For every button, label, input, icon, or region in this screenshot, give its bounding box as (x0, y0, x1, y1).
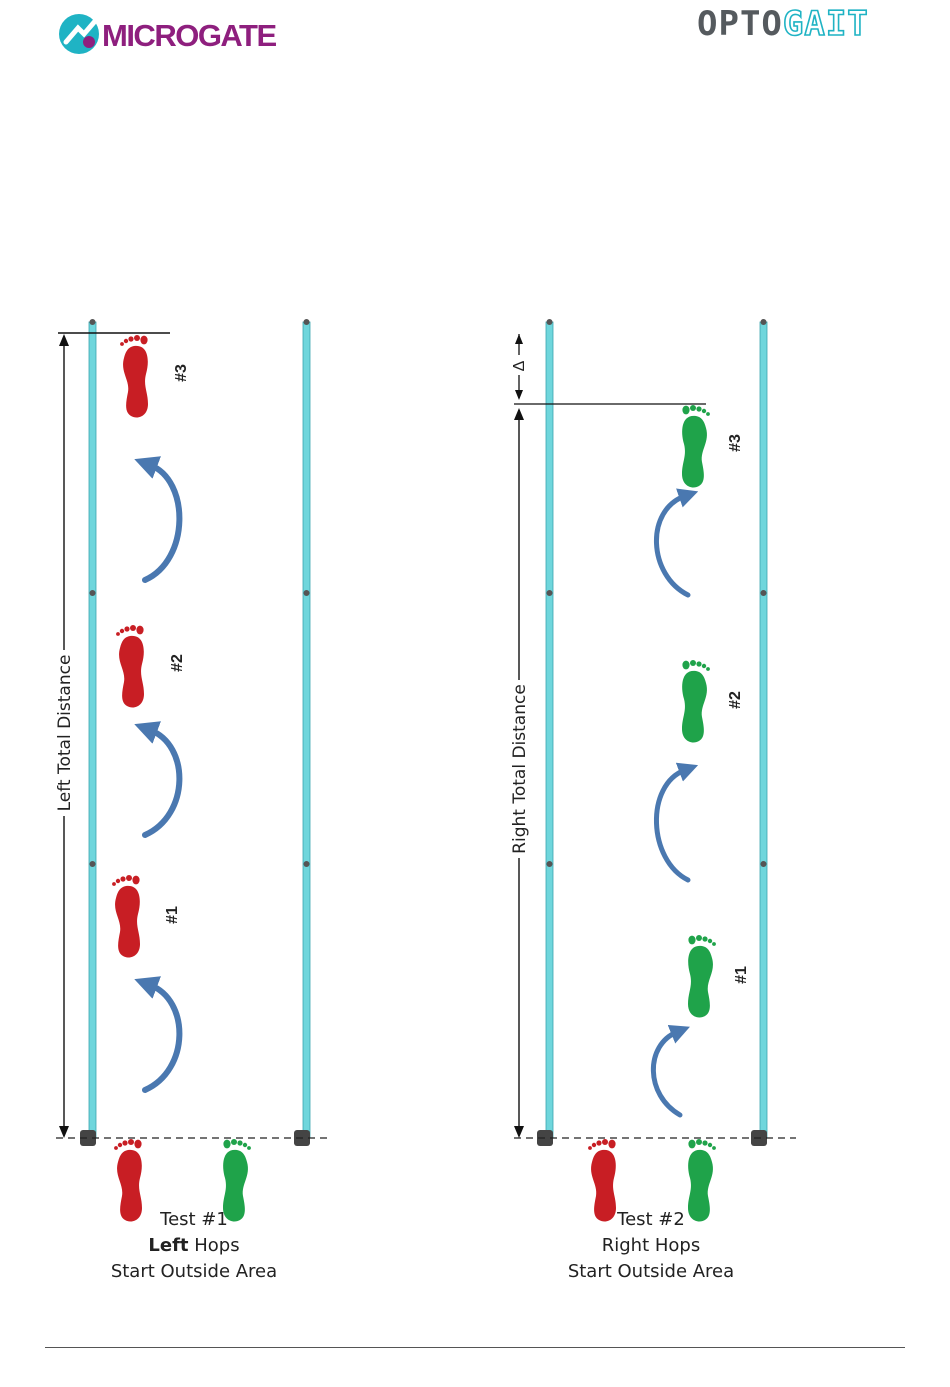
test-1-diagram: Left Total Distance #3 #2 #1 (54, 319, 332, 1222)
footer-divider (45, 1347, 905, 1348)
test-1-caption: Test #1 Left Hops Start Outside Area (64, 1207, 324, 1285)
caption-start: Start Outside Area (521, 1259, 781, 1285)
left-foot-icon (120, 335, 148, 418)
hop-arrow-icon (653, 1032, 680, 1115)
right-total-distance-label: Right Total Distance (510, 684, 530, 854)
caption-hops: Left Hops (64, 1233, 324, 1259)
hop-label: #2 (169, 654, 186, 672)
hop-label: #1 (733, 966, 750, 984)
hop-arrow-icon (656, 770, 688, 880)
optogait-bar-tx (89, 322, 96, 1138)
caption-title: Test #1 (64, 1207, 324, 1233)
right-foot-icon (688, 935, 716, 1018)
caption-hops: Right Hops (521, 1233, 781, 1259)
hop-arrow-icon (145, 985, 179, 1090)
left-foot-icon (112, 875, 140, 958)
test-2-caption: Test #2 Right Hops Start Outside Area (521, 1207, 781, 1285)
right-foot-icon (682, 405, 710, 488)
right-foot-icon (682, 660, 710, 743)
hop-label: #1 (164, 906, 181, 924)
optogait-bar-rx (760, 322, 767, 1138)
caption-title: Test #2 (521, 1207, 781, 1233)
left-total-distance-label: Left Total Distance (55, 655, 75, 812)
hop-arrow-icon (145, 730, 179, 835)
left-foot-icon (116, 625, 144, 708)
optogait-bar-rx (303, 322, 310, 1138)
hop-label: #3 (727, 434, 744, 452)
hop-arrow-icon (656, 496, 688, 595)
caption-start: Start Outside Area (64, 1259, 324, 1285)
optogait-bar-tx (546, 322, 553, 1138)
caption-hops-rest: Hops (189, 1235, 240, 1256)
test-2-diagram: Δ Right Total Distance #3 #2 #1 (509, 319, 796, 1222)
hop-label: #2 (727, 691, 744, 709)
caption-hops-rest: Right Hops (602, 1235, 700, 1256)
hop-arrow-icon (145, 465, 179, 580)
hop-label: #3 (173, 364, 190, 382)
delta-label: Δ (511, 360, 528, 371)
caption-hops-bold: Left (148, 1235, 188, 1256)
